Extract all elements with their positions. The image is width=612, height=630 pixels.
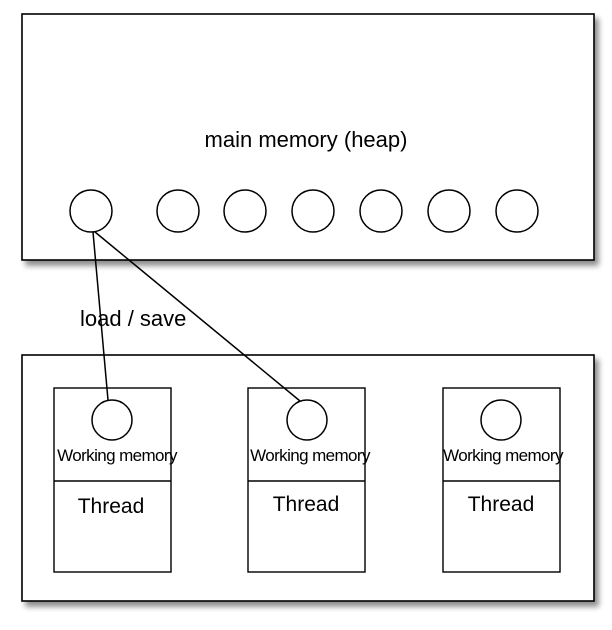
working-memory-label: Working memory bbox=[443, 446, 564, 465]
heap-slot bbox=[156, 189, 200, 233]
thread-label: Thread bbox=[273, 493, 340, 516]
working-memory-copy bbox=[480, 399, 522, 441]
working-memory-copy bbox=[286, 399, 328, 441]
load-save-connectors bbox=[92, 231, 301, 402]
heap-slot bbox=[427, 189, 471, 233]
thread-label: Thread bbox=[78, 495, 145, 518]
thread-box-2: Working memory Thread bbox=[247, 387, 372, 573]
working-memory-label: Working memory bbox=[57, 446, 178, 465]
heap-slot bbox=[359, 189, 403, 233]
thread-label: Thread bbox=[468, 493, 535, 516]
connector-thread-1 bbox=[92, 231, 109, 401]
working-memory-copy bbox=[91, 399, 133, 441]
connector-thread-2 bbox=[94, 231, 301, 402]
thread-box-3: Working memory Thread bbox=[442, 387, 565, 573]
working-memory-label: Working memory bbox=[250, 446, 371, 465]
thread-box-1: Working memory Thread bbox=[53, 387, 179, 573]
load-save-label: load / save bbox=[80, 306, 186, 331]
heap-slot bbox=[495, 189, 539, 233]
heap-slot bbox=[69, 189, 113, 233]
heap-slots bbox=[69, 189, 539, 233]
main-memory-label: main memory (heap) bbox=[205, 127, 408, 152]
heap-slot bbox=[223, 189, 267, 233]
heap-slot bbox=[291, 189, 335, 233]
